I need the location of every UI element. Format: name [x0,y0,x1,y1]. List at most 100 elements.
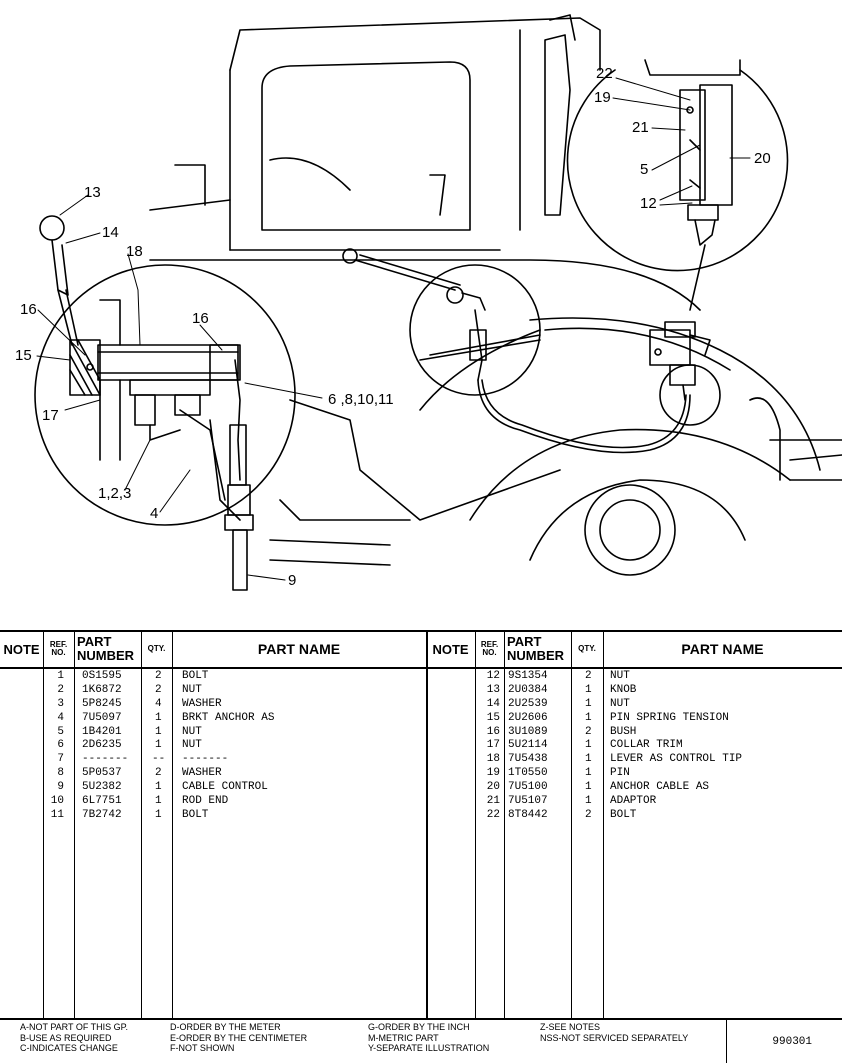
callout-5: 5 [640,161,648,178]
ref-number: 20 [486,781,500,794]
callout-20: 20 [754,150,771,167]
callout-21: 21 [632,119,649,136]
part-name: ------- [182,753,229,766]
header-ref-right: REF. NO. [475,630,504,668]
document-number: 990301 [772,1036,812,1048]
part-name: COLLAR TRIM [610,739,683,752]
detail-circle-lever-linkage [409,264,691,454]
header-part-number-left: PART NUMBER [74,630,141,668]
quantity: 2 [585,725,592,738]
quantity: 2 [155,670,162,682]
ref-number: 13 [486,683,500,696]
ref-number: 1 [57,670,64,682]
callout-14: 14 [102,224,119,241]
quantity: 2 [585,670,592,682]
part-name: LEVER AS CONTROL TIP [610,753,743,766]
part-number: 8T8442 [508,808,548,821]
ref-number: 2 [57,683,64,696]
part-name: ADAPTOR [610,795,657,808]
detail-circle-anchor-block [649,321,721,426]
callout-19: 19 [594,89,611,106]
ref-number: 19 [486,767,500,780]
tractor-body-outline [149,164,842,576]
callout-16-right: 16 [192,310,209,327]
part-number: 1T0550 [508,767,548,780]
legend-column: D-ORDER BY THE METER E-ORDER BY THE CENT… [170,1022,307,1054]
part-number: 5U2382 [82,781,122,794]
part-name: NUT [182,683,202,696]
ref-number: 22 [486,808,500,821]
legend-item: E-ORDER BY THE CENTIMETER [170,1032,308,1043]
header-qty-right: QTY. [578,644,596,653]
quantity: 1 [585,711,592,724]
quantity: 1 [155,795,162,808]
callout-16-left: 16 [20,301,37,318]
table-header-border [0,667,842,669]
quantity: 1 [585,795,592,808]
quantity: 1 [155,711,162,724]
legend-item: D-ORDER BY THE METER [170,1022,281,1032]
callout-1-2-3: 1,2,3 [98,485,131,502]
part-name: BOLT [182,808,209,821]
quantity: 2 [155,683,162,696]
part-name: WASHER [182,767,222,780]
quantity: 1 [585,739,592,752]
part-name: CABLE CONTROL [182,781,268,794]
callout-4: 4 [150,505,158,522]
quantity: 2 [585,808,592,821]
table-top-border [0,630,842,632]
header-part-name-left: PART NAME [257,641,341,657]
header-ref-top: REF. [49,640,68,649]
table-row: 7---------------- [0,753,426,767]
detail-circle-lever-mount [34,264,296,591]
header-note-left: NOTE [3,641,40,657]
quantity: 1 [155,808,162,821]
part-number: 7U5100 [508,781,548,794]
footer-divider [726,1020,727,1063]
header-part-name-right: PART NAME [681,641,764,657]
part-number: 9S1354 [508,670,548,682]
ref-number: 11 [50,808,64,821]
ref-number: 14 [486,697,500,710]
lever-knob-assembly [39,215,79,346]
col-divider [603,630,604,1018]
quantity: 1 [585,753,592,766]
ref-number: 6 [57,739,64,752]
legend-item: F-NOT SHOWN [170,1043,235,1053]
ref-number: 3 [57,697,64,710]
ref-number: 5 [57,725,64,738]
part-name: BRKT ANCHOR AS [182,711,275,724]
header-ref-bottom: NO. [51,648,66,657]
part-number: 7U5107 [508,795,548,808]
legend-item: M-METRIC PART [368,1032,439,1043]
ref-number: 18 [486,753,500,766]
part-name: NUT [610,670,630,682]
leader-lines [36,77,751,581]
detail-circle-cable-anchor [566,59,789,311]
part-name: NUT [610,697,630,710]
ref-number: 17 [486,739,500,752]
part-number: 2D6235 [82,739,122,752]
legend-item: B-USE AS REQUIRED [20,1032,112,1043]
legend-item: G-ORDER BY THE INCH [368,1022,470,1032]
ref-number: 12 [486,670,500,682]
col-divider [571,630,572,1018]
part-name: PIN [610,767,630,780]
legend-column: G-ORDER BY THE INCH M-METRIC PART Y-SEPA… [368,1022,489,1054]
col-divider [172,630,173,1018]
part-number: 0S1595 [82,670,122,682]
